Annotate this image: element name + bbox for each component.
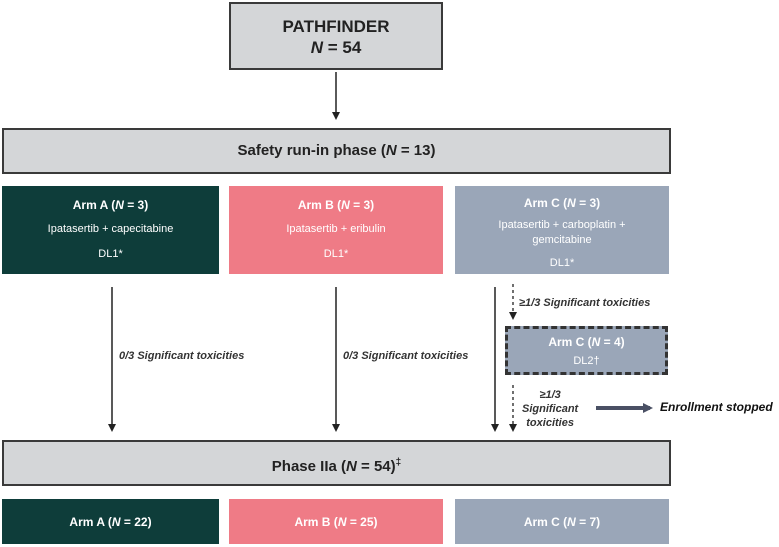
arm-b-regimen: Ipatasertib + eribulin	[286, 223, 386, 235]
pathfinder-box: PATHFINDER N = 54	[229, 2, 443, 70]
enrollment-stopped-label: Enrollment stopped	[660, 400, 773, 414]
pathfinder-title: PATHFINDER	[282, 17, 390, 36]
arm-b-runin-box: Arm B (N = 3) Ipatasertib + eribulin DL1…	[229, 186, 443, 274]
arm-a-runin-title: Arm A (N = 3)	[72, 198, 149, 212]
arm-c-dl2-box: Arm C (N = 4) DL2†	[505, 326, 668, 375]
arm-a-regimen: Ipatasertib + capecitabine	[47, 223, 174, 235]
arm-c-dose: DL1*	[549, 257, 575, 269]
phase-2a-box: Phase IIa (N = 54)‡	[2, 440, 671, 486]
arm-c-dl2-title: Arm C (N = 4)	[548, 335, 625, 349]
safety-run-in-box: Safety run-in phase (N = 13)	[2, 128, 671, 174]
arm-a-dose: DL1*	[98, 248, 123, 260]
arm-a-phase2-title: Arm A (N = 22)	[69, 515, 152, 529]
arm-c-phase2-title: Arm C (N = 7)	[523, 515, 601, 529]
arm-b-phase2-title: Arm B (N = 25)	[294, 515, 378, 529]
arm-b-dose: DL1*	[323, 248, 349, 260]
arm-b-runin-title: Arm B (N = 3)	[297, 198, 375, 212]
arm-b-toxicity-label: 0/3 Significant toxicities	[343, 350, 469, 362]
dl2-toxicity-label: ≥1/3 Significant toxicities	[522, 389, 579, 429]
safety-run-in-title: Safety run-in phase (N = 13)	[237, 142, 436, 159]
arm-c-phase2-box: Arm C (N = 7)	[455, 499, 669, 544]
arm-a-runin-box: Arm A (N = 3) Ipatasertib + capecitabine…	[2, 186, 219, 274]
arm-a-phase2-box: Arm A (N = 22)	[2, 499, 219, 544]
arm-c-dl2-dose: DL2†	[573, 355, 600, 367]
arm-c-runin-box: Arm C (N = 3) Ipatasertib + carboplatin …	[455, 186, 669, 274]
arm-a-toxicity-label: 0/3 Significant toxicities	[119, 350, 245, 362]
arm-c-regimen: Ipatasertib + carboplatin + gemcitabine	[498, 219, 626, 246]
pathfinder-n: N = 54	[310, 38, 362, 57]
arm-c-toxicity-label: ≥1/3 Significant toxicities	[519, 297, 651, 309]
arm-b-phase2-box: Arm B (N = 25)	[229, 499, 443, 544]
phase-2a-title: Phase IIa (N = 54)‡	[271, 457, 402, 475]
arm-c-runin-title: Arm C (N = 3)	[523, 196, 601, 210]
